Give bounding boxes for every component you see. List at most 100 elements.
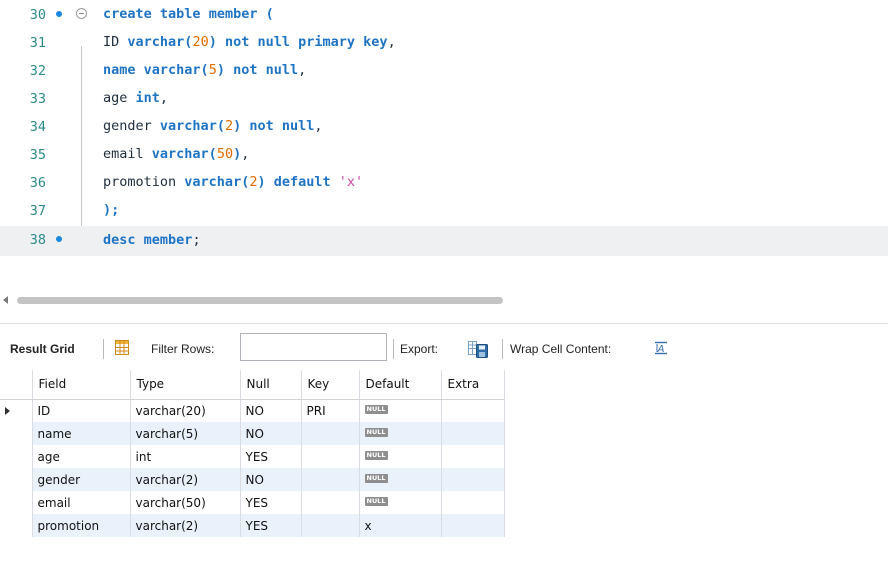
sql-editor[interactable]: 30 create table member ( 31 ID varchar(2… <box>0 0 888 290</box>
table-row[interactable]: gender varchar(2) NO NULL <box>0 468 505 491</box>
scrollbar-thumb[interactable] <box>17 297 503 304</box>
fold-guide-line <box>81 46 82 232</box>
toolbar-separator <box>103 339 104 359</box>
scroll-left-arrow-icon[interactable] <box>3 296 8 304</box>
cell-field[interactable]: email <box>32 491 131 514</box>
code-text: promotion varchar(2) default 'x' <box>103 174 364 190</box>
cell-null[interactable]: YES <box>240 491 302 514</box>
cell-null[interactable]: YES <box>240 445 302 468</box>
row-selector[interactable] <box>0 399 33 422</box>
cell-default[interactable]: x <box>359 514 442 537</box>
cell-field[interactable]: name <box>32 422 131 445</box>
cell-null[interactable]: NO <box>240 422 302 445</box>
cell-extra[interactable] <box>441 422 505 445</box>
code-line[interactable]: 30 create table member ( <box>0 2 888 30</box>
table-row[interactable]: age int YES NULL <box>0 445 505 468</box>
cell-null[interactable]: NO <box>240 468 302 491</box>
null-badge: NULL <box>364 496 388 506</box>
row-selector[interactable] <box>0 514 33 537</box>
column-header-type[interactable]: Type <box>130 370 241 400</box>
fold-collapse-icon[interactable] <box>76 8 87 19</box>
column-header-null[interactable]: Null <box>240 370 302 400</box>
toolbar-separator <box>393 339 394 359</box>
toolbar-separator <box>502 339 503 359</box>
code-line-current[interactable]: 38 desc member; <box>0 226 888 256</box>
export-icon[interactable] <box>468 339 488 358</box>
cell-null[interactable]: NO <box>240 399 302 422</box>
null-badge: NULL <box>364 427 388 437</box>
cell-type[interactable]: varchar(5) <box>130 422 241 445</box>
cell-default[interactable]: NULL <box>359 422 442 445</box>
code-text: age int, <box>103 90 169 106</box>
cell-default[interactable]: NULL <box>359 468 442 491</box>
code-text: create table member ( <box>103 6 274 22</box>
code-line[interactable]: 34 gender varchar(2) not null, <box>0 114 888 142</box>
cell-type[interactable]: int <box>130 445 241 468</box>
cell-key[interactable] <box>301 491 360 514</box>
row-selector[interactable] <box>0 491 33 514</box>
result-grid-tab[interactable]: Result Grid <box>10 342 75 356</box>
line-number: 38 <box>29 232 46 248</box>
cell-type[interactable]: varchar(2) <box>130 514 241 537</box>
cell-extra[interactable] <box>441 445 505 468</box>
filter-rows-input[interactable] <box>240 333 387 361</box>
cell-default[interactable]: NULL <box>359 491 442 514</box>
cell-type[interactable]: varchar(50) <box>130 491 241 514</box>
current-row-arrow-icon <box>5 406 10 415</box>
export-label: Export: <box>400 342 439 356</box>
row-selector[interactable] <box>0 445 33 468</box>
row-selector[interactable] <box>0 422 33 445</box>
wrap-cell-icon[interactable]: A <box>654 341 668 355</box>
cell-key[interactable]: PRI <box>301 399 360 422</box>
row-header-corner[interactable] <box>0 370 33 400</box>
statement-marker-icon <box>56 236 62 242</box>
table-row[interactable]: promotion varchar(2) YES x <box>0 514 505 537</box>
code-text: ID varchar(20) not null primary key, <box>103 34 396 50</box>
cell-field[interactable]: promotion <box>32 514 131 537</box>
code-line[interactable]: 31 ID varchar(20) not null primary key, <box>0 30 888 58</box>
cell-null[interactable]: YES <box>240 514 302 537</box>
code-line[interactable]: 32 name varchar(5) not null, <box>0 58 888 86</box>
row-selector[interactable] <box>0 468 33 491</box>
cell-type[interactable]: varchar(2) <box>130 468 241 491</box>
cell-extra[interactable] <box>441 468 505 491</box>
cell-field[interactable]: ID <box>32 399 131 422</box>
cell-extra[interactable] <box>441 514 505 537</box>
line-number: 33 <box>29 91 46 107</box>
cell-field[interactable]: age <box>32 445 131 468</box>
code-line[interactable]: 37 ); <box>0 198 888 226</box>
cell-field[interactable]: gender <box>32 468 131 491</box>
cell-extra[interactable] <box>441 399 505 422</box>
code-text: email varchar(50), <box>103 146 250 162</box>
table-row[interactable]: ID varchar(20) NO PRI NULL <box>0 399 505 422</box>
column-header-extra[interactable]: Extra <box>441 370 505 400</box>
cell-key[interactable] <box>301 468 360 491</box>
code-text: gender varchar(2) not null, <box>103 118 323 134</box>
column-header-field[interactable]: Field <box>32 370 131 400</box>
code-line[interactable]: 36 promotion varchar(2) default 'x' <box>0 170 888 198</box>
code-line[interactable]: 35 email varchar(50), <box>0 142 888 170</box>
grid-header-row: Field Type Null Key Default Extra <box>0 370 505 400</box>
panel-divider[interactable] <box>0 323 888 324</box>
cell-key[interactable] <box>301 422 360 445</box>
line-number: 30 <box>29 7 46 23</box>
cell-default[interactable]: NULL <box>359 399 442 422</box>
table-row[interactable]: email varchar(50) YES NULL <box>0 491 505 514</box>
result-grid[interactable]: Field Type Null Key Default Extra ID var… <box>0 370 505 537</box>
column-header-key[interactable]: Key <box>301 370 360 400</box>
cell-type[interactable]: varchar(20) <box>130 399 241 422</box>
cell-extra[interactable] <box>441 491 505 514</box>
cell-key[interactable] <box>301 514 360 537</box>
table-row[interactable]: name varchar(5) NO NULL <box>0 422 505 445</box>
column-header-default[interactable]: Default <box>359 370 442 400</box>
svg-text:A: A <box>657 344 665 355</box>
code-text: ); <box>103 202 120 218</box>
horizontal-scrollbar[interactable] <box>0 294 888 308</box>
grid-view-icon[interactable] <box>115 340 129 355</box>
code-text: name varchar(5) not null, <box>103 62 307 78</box>
cell-default[interactable]: NULL <box>359 445 442 468</box>
code-line[interactable]: 33 age int, <box>0 86 888 114</box>
statement-marker-icon <box>56 11 62 17</box>
cell-key[interactable] <box>301 445 360 468</box>
line-number: 34 <box>29 119 46 135</box>
